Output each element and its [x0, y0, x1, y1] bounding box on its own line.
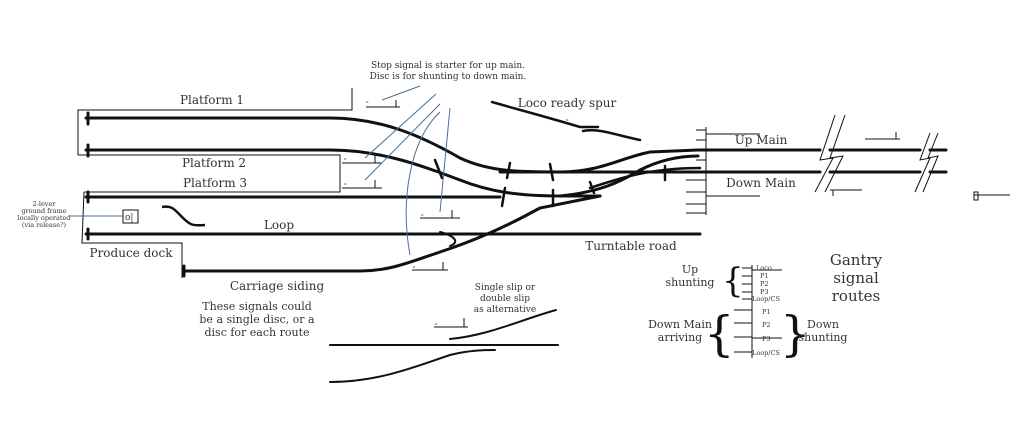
gantry-route-down-loop: Loop/CS	[752, 349, 780, 357]
down-shunting-line1: Down	[807, 318, 839, 331]
down-main-arriving-line1: Down Main	[648, 318, 712, 331]
platform-2-label: Platform 2	[182, 156, 246, 170]
ground-frame-line4: (via release?)	[22, 221, 67, 229]
turntable-road-label: Turntable road	[585, 239, 677, 253]
annotation-lines	[364, 85, 451, 256]
distant-signals	[830, 132, 1010, 201]
ground-frame-line2: ground frame	[21, 207, 66, 215]
platform-2-track	[84, 148, 602, 198]
down-arriving-brace: {	[704, 306, 735, 362]
gantry-route-down-p2: P2	[762, 321, 771, 329]
gantry-legend-post	[734, 265, 782, 358]
slip-note-line3: as alternative	[474, 305, 536, 315]
ground-frame-symbol: o|	[125, 213, 133, 223]
slip-lower-track	[329, 349, 496, 383]
gantry-route-loco: Loco	[756, 264, 772, 272]
slip-upper-track	[449, 309, 557, 340]
gantry-route-up-p1: P1	[760, 272, 769, 280]
produce-dock-label: Produce dock	[90, 246, 174, 260]
platform-1-label: Platform 1	[180, 93, 244, 107]
down-main-arriving-line2: arriving	[658, 331, 702, 344]
svg-text:ₒ: ₒ	[344, 154, 347, 162]
svg-text:ₒ: ₒ	[344, 179, 347, 187]
down-shunting-brace: }	[780, 306, 811, 362]
up-shunting-line2: shunting	[666, 276, 715, 289]
gantry-signals-main	[686, 127, 760, 215]
gantry-route-up-p3: P3	[760, 288, 769, 296]
loco-ready-spur-label: Loco ready spur	[518, 96, 617, 110]
carriage-siding-label: Carriage siding	[230, 279, 325, 293]
ground-frame-line1: 2-lever	[33, 200, 57, 208]
platform-1-track	[84, 116, 562, 174]
platform-signals: ₒ ₒ ₒ ₒ ₒ	[342, 97, 460, 271]
gantry-route-down-p3: P3	[762, 335, 771, 343]
carriage-crossover	[439, 231, 457, 247]
down-shunting-line2: shunting	[799, 331, 848, 344]
crossover-track	[558, 154, 700, 198]
up-shunting-line1: Up	[682, 263, 698, 276]
svg-text:ₒ: ₒ	[413, 262, 416, 270]
up-shunting-brace: {	[722, 261, 744, 301]
point-marks	[433, 158, 667, 208]
platform-3-produce-dock-outline	[81, 191, 183, 278]
gantry-title-line1: Gantry	[830, 251, 883, 269]
loco-spur-disc: ₒ	[566, 115, 569, 123]
signals-note-line1: These signals could	[202, 300, 312, 313]
gantry-title-line3: routes	[832, 287, 880, 305]
gantry-route-up-loop: Loop/CS	[752, 295, 780, 303]
carriage-siding-track	[182, 194, 602, 273]
loop-label: Loop	[264, 218, 294, 232]
note-stop-signal-line2: Disc is for shunting to down main.	[370, 72, 527, 82]
loco-spur-track	[490, 100, 600, 129]
ground-frame-line3: locally operated	[18, 214, 71, 222]
track-break-marks	[814, 114, 939, 193]
svg-text:ₒ: ₒ	[421, 210, 424, 218]
loco-spur-connect	[581, 129, 642, 142]
platform-3-label: Platform 3	[183, 176, 247, 190]
platform-1-2-outline	[77, 88, 353, 193]
gantry-title-line2: signal	[833, 269, 879, 287]
down-main-label: Down Main	[726, 176, 796, 190]
svg-text:ₒ: ₒ	[366, 97, 369, 105]
signals-note-line3: disc for each route	[204, 326, 309, 339]
slip-note-line2: double slip	[480, 294, 530, 304]
crossover-track-2	[588, 166, 702, 190]
note-stop-signal-line1: Stop signal is starter for up main.	[371, 61, 525, 71]
signals-note-line2: be a single disc, or a	[199, 313, 315, 326]
slip-note-line1: Single slip or	[475, 283, 536, 293]
up-main-label: Up Main	[735, 133, 788, 147]
gantry-route-up-p2: P2	[760, 280, 769, 288]
svg-text:ₒ: ₒ	[435, 319, 438, 327]
gantry-route-down-p1: P1	[762, 308, 771, 316]
ground-frame-stub	[161, 205, 206, 227]
